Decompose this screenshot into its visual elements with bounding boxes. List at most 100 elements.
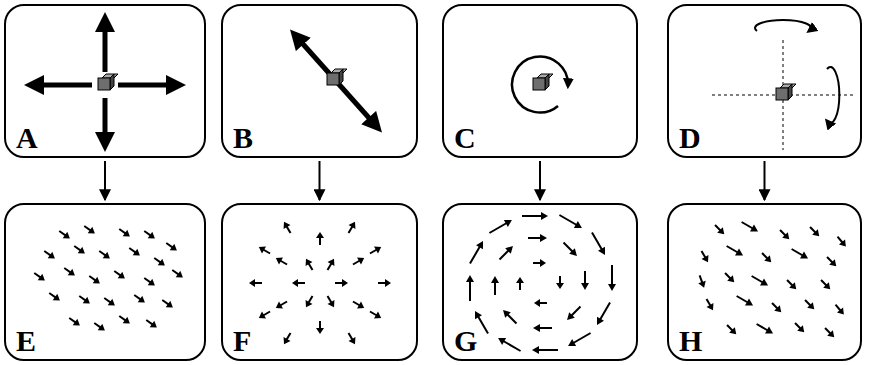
flow-field-part [117,313,132,327]
flow-field-part [142,275,157,289]
flow-field-part [696,274,708,289]
flow-field-part [755,321,775,337]
flow-field-part [303,294,316,309]
translation-arrows-part [103,18,108,72]
flow-field-part [102,295,117,309]
flow-field-part [351,298,366,311]
panel-letter: C [454,123,476,153]
flow-field-part [802,297,817,312]
panel-box: C [442,4,638,158]
cube [327,69,347,85]
flow-field-part [378,279,391,287]
flow-field-part [581,271,589,290]
flow-field-part [351,255,366,268]
flow-field-part [769,300,784,315]
panel-box: F [221,203,418,361]
flow-field-part [112,268,127,282]
flow-field-part [324,257,337,272]
flow-field-part [497,243,516,262]
flow-field-part [67,315,82,329]
flow-field-part [528,234,547,242]
flow-field [696,219,849,341]
flow-field-part [316,232,324,245]
panel-box: D [667,4,862,158]
flow-field-part [292,279,305,287]
flow-field-part [152,255,167,269]
flow-field-part [467,239,487,266]
panel-letter: H [679,326,702,356]
panel-letter: D [679,123,701,153]
flow-field-part [160,297,175,311]
flow-field-part [281,331,294,346]
flow-field-part [557,212,584,232]
panel-letter: E [16,326,36,356]
flow-field-part [491,276,499,295]
flow-field-part [87,273,102,287]
flow-field-part [170,267,185,281]
flow-field-part [274,255,289,268]
panel-box: E [4,203,206,361]
flow-field-part [703,297,716,312]
flow-field-part [97,248,112,262]
flow-field-part [345,331,358,346]
flow-field-part [257,308,272,321]
flow-field-part [759,250,774,265]
down-arrow [104,161,106,200]
flow-field-part [487,217,514,237]
flow-field-part [57,228,72,242]
flow-field-part [790,246,810,262]
down-arrow [319,161,321,200]
flow-field-part [466,275,474,301]
flow-field-part [72,243,87,257]
flow-field [249,220,391,346]
flow-field-part [62,265,77,279]
panel-letter: B [233,123,253,153]
flow-field-part [534,299,547,307]
panel-letter: A [16,123,38,153]
flow-field-part [32,270,47,284]
flow-field-part [82,223,97,237]
flow-field-part [257,244,272,257]
flow-field-part [556,276,564,289]
flow-field-part [722,270,737,285]
flow-field-part [303,257,316,272]
panel-box: G [442,203,638,361]
flow-field-part [142,228,157,242]
rotation-arrow [755,20,811,31]
depth-arrow-part [294,34,378,128]
flow-field-part [132,292,147,306]
panel-box: B [221,4,418,158]
flow-field-part [532,346,558,354]
flow-field-part [824,254,839,269]
cube [533,74,553,90]
depth-arrow [294,34,378,128]
flow-field-part [807,224,822,239]
translation-arrows [30,18,180,146]
flow-field-part [533,259,546,267]
translation-arrows-part [118,83,180,88]
cube [776,84,796,100]
flow-field-part [735,293,755,309]
flow-field-part [777,227,792,242]
flow-field-part [42,248,57,262]
flow-field-part [564,304,583,323]
flow-field-part [784,277,799,292]
flow-field-part [561,240,580,259]
flow-field-part [589,230,609,257]
flow-field-part [750,273,770,289]
flow-field-part [608,265,616,291]
rotation-arrow [512,57,568,113]
flow-field-part [725,243,745,259]
flow-field-part [834,234,848,249]
flow-field-part [818,277,833,292]
panel-box: A [4,4,206,158]
flow-field-part [712,222,727,237]
flow-field-part [822,325,837,340]
flow-field-part [792,320,807,335]
flow-field-part [335,279,348,287]
flow-field-part [698,249,711,264]
flow-field-part [516,277,524,290]
